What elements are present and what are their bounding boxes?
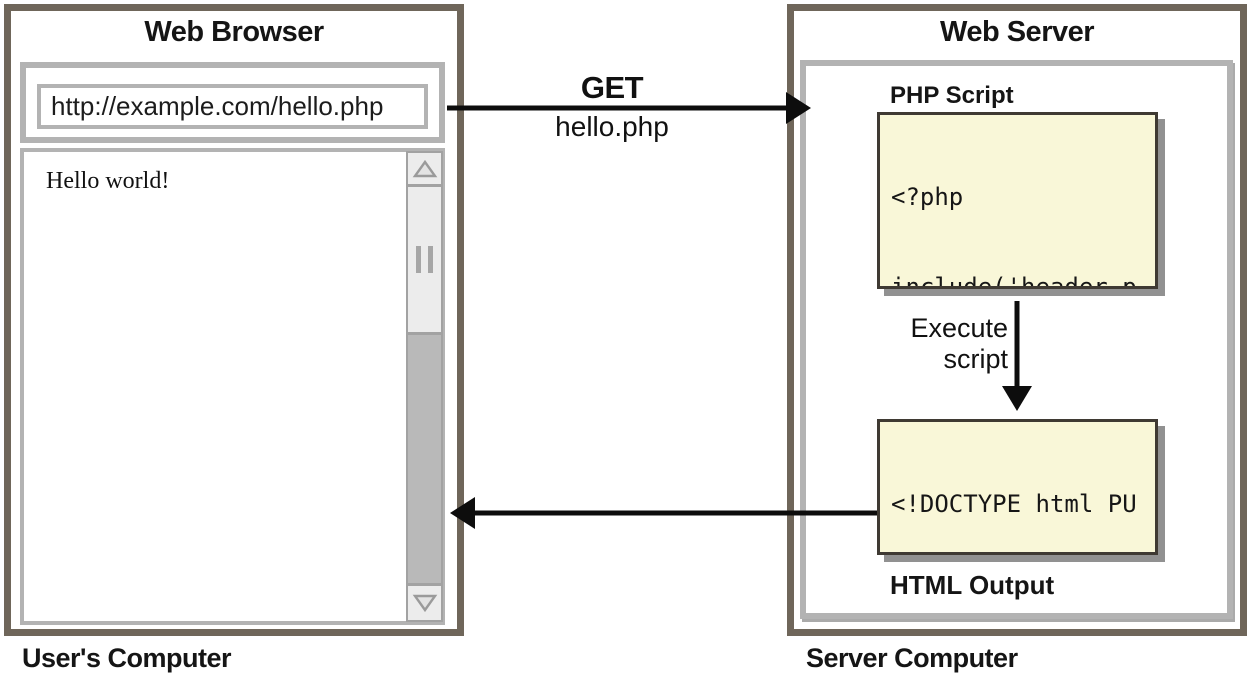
scrollbar[interactable] <box>406 151 443 622</box>
scroll-up-icon <box>412 159 437 177</box>
server-computer-caption: Server Computer <box>806 643 1018 673</box>
url-input[interactable] <box>37 84 428 129</box>
html-output-code-box: <!DOCTYPE html PU <html xmlns="http <hea… <box>877 419 1158 555</box>
php-script-label: PHP Script <box>890 82 1014 109</box>
thumb-grip-icon <box>428 246 433 273</box>
php-script-code-box: <?php include('header.p if (isset($_GET[… <box>877 112 1158 289</box>
scroll-down-icon <box>412 594 437 613</box>
request-method-label: GET <box>580 70 644 105</box>
user-computer-caption: User's Computer <box>22 643 231 673</box>
code-line: <?php <box>891 183 964 211</box>
scrollbar-thumb[interactable] <box>408 187 441 335</box>
code-line: include('header.p <box>891 273 1137 289</box>
request-label: GET hello.php <box>476 70 748 144</box>
browser-viewport <box>20 148 445 625</box>
scroll-up-button[interactable] <box>408 153 441 187</box>
execute-script-label: Execute script <box>880 313 1008 375</box>
rendered-page-text: Hello world! <box>46 168 170 194</box>
request-file-label: hello.php <box>555 111 669 142</box>
execute-label-line2: script <box>943 344 1008 374</box>
html-output-label: HTML Output <box>890 570 1055 600</box>
code-line: <!DOCTYPE html PU <box>891 490 1137 518</box>
web-server-title: Web Server <box>939 16 1095 48</box>
scroll-down-button[interactable] <box>408 583 441 620</box>
web-browser-title: Web Browser <box>144 16 324 48</box>
thumb-grip-icon <box>416 246 421 273</box>
execute-label-line1: Execute <box>910 313 1008 343</box>
url-bar[interactable] <box>37 84 428 129</box>
